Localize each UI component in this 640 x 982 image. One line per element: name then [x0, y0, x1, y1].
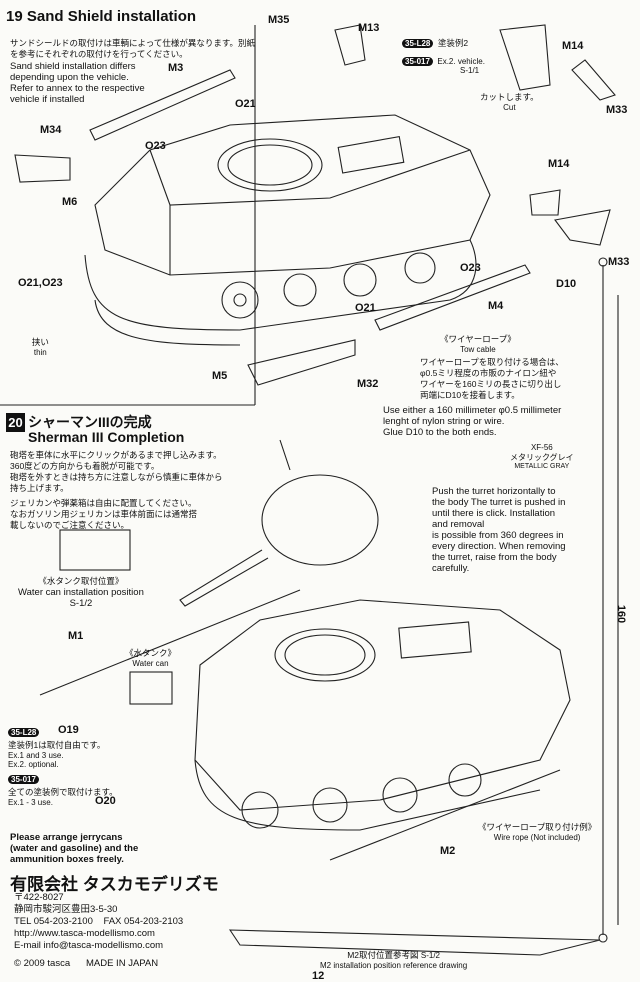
ex2-en: Ex.2. vehicle.: [437, 57, 485, 66]
cut-note: カットします。 Cut: [480, 92, 539, 112]
part-o23-b: O23: [460, 262, 481, 274]
part-m34: M34: [40, 124, 62, 136]
wire-rope-example: 《ワイヤーロープ取り付け例》 Wire rope (Not included): [478, 822, 597, 842]
part-m3: M3: [168, 62, 184, 74]
tow-cable-note-jp: ワイヤーロープを取り付ける場合は、 φ0.5ミリ程度の市販のナイロン紐や ワイヤ…: [420, 357, 564, 400]
step-19-note-jp: サンドシールドの取付けは車輌によって仕様が異なります。別紙 を参考にそれぞれの取…: [10, 38, 255, 59]
ex-optional-callout: 35-L28 塗装例1は取付自由です。 Ex.1 and 3 use. Ex.2…: [8, 728, 118, 807]
turret-note-en: Push the turret horizontally to the body…: [432, 486, 566, 574]
copyright-line: © 2009 tasca MADE IN JAPAN: [14, 958, 159, 969]
part-m1: M1: [68, 630, 84, 642]
part-o20: O20: [95, 795, 116, 807]
tow-cable-note-en: Use either a 160 millimeter φ0.5 millime…: [383, 405, 562, 438]
ex2-tag-1: 35-L28: [402, 39, 434, 48]
part-m5: M5: [212, 370, 228, 382]
step-20-title-jp: シャーマンIIIの完成: [28, 414, 152, 430]
ex2-jp: 塗装例2: [437, 38, 469, 48]
part-m2: M2: [440, 845, 456, 857]
ex2-callout: 35-L28 塗装例2 35-017 Ex.2. vehicle.: [402, 33, 485, 69]
part-o21-a: O21: [235, 98, 256, 110]
part-o19: O19: [58, 724, 79, 736]
part-m13: M13: [358, 22, 380, 34]
step-19-title: 19 Sand Shield installation: [6, 8, 197, 25]
ex2-tag-2: 35-017: [402, 57, 433, 66]
tow-cable-length: 160: [615, 604, 628, 624]
paint-callout: XF-56 メタリックグレイ METALLIC GRAY: [510, 443, 574, 470]
ex-tag-35017: 35-017: [8, 775, 39, 784]
company-name: 有限会社 タスカモデリズモ: [10, 875, 219, 894]
part-m35: M35: [268, 14, 290, 26]
company-address: 〒422-8027 静岡市駿河区豊田3-5-30 TEL 054-203-210…: [14, 892, 184, 951]
company-url: http://www.tasca-modellismo.com: [14, 928, 155, 939]
part-m33-a: M33: [606, 104, 628, 116]
m2-reference: M2取付位置参考図 S-1/2 M2 installation position…: [320, 950, 468, 970]
part-m14-a: M14: [562, 40, 584, 52]
company-email: E-mail info@tasca-modellismo.com: [14, 940, 164, 951]
step-19-note-en: Sand shield installation differs dependi…: [10, 61, 145, 105]
water-can-position: 《水タンク取付位置》 Water can installation positi…: [18, 576, 144, 609]
step-20-note-jp: 砲塔を車体に水平にクリックがあるまで押し込みます。 360度どの方向からも着脱が…: [10, 450, 223, 530]
ref-s11: S-1/1: [460, 66, 480, 75]
tow-cable-title: 《ワイヤーロープ》 Tow cable: [440, 334, 516, 354]
step-20-title-en: Sherman III Completion: [28, 429, 185, 445]
part-o21-b: O21: [355, 302, 376, 314]
part-d10: D10: [556, 278, 577, 290]
part-m33-b: M33: [608, 256, 630, 268]
thin-note: O21,O23 挟い thin: [18, 277, 63, 357]
part-o23-a: O23: [145, 140, 166, 152]
part-m4: M4: [488, 300, 504, 312]
part-m32: M32: [357, 378, 379, 390]
step-20-number: 20: [6, 413, 25, 432]
part-m14-b: M14: [548, 158, 570, 170]
page-number: 12: [312, 970, 325, 982]
water-can-label: 《水タンク》 Water can: [125, 648, 177, 668]
ex-tag-35l28: 35-L28: [8, 728, 40, 737]
part-m6: M6: [62, 196, 78, 208]
arrange-note: Please arrange jerrycans (water and gaso…: [10, 832, 139, 865]
